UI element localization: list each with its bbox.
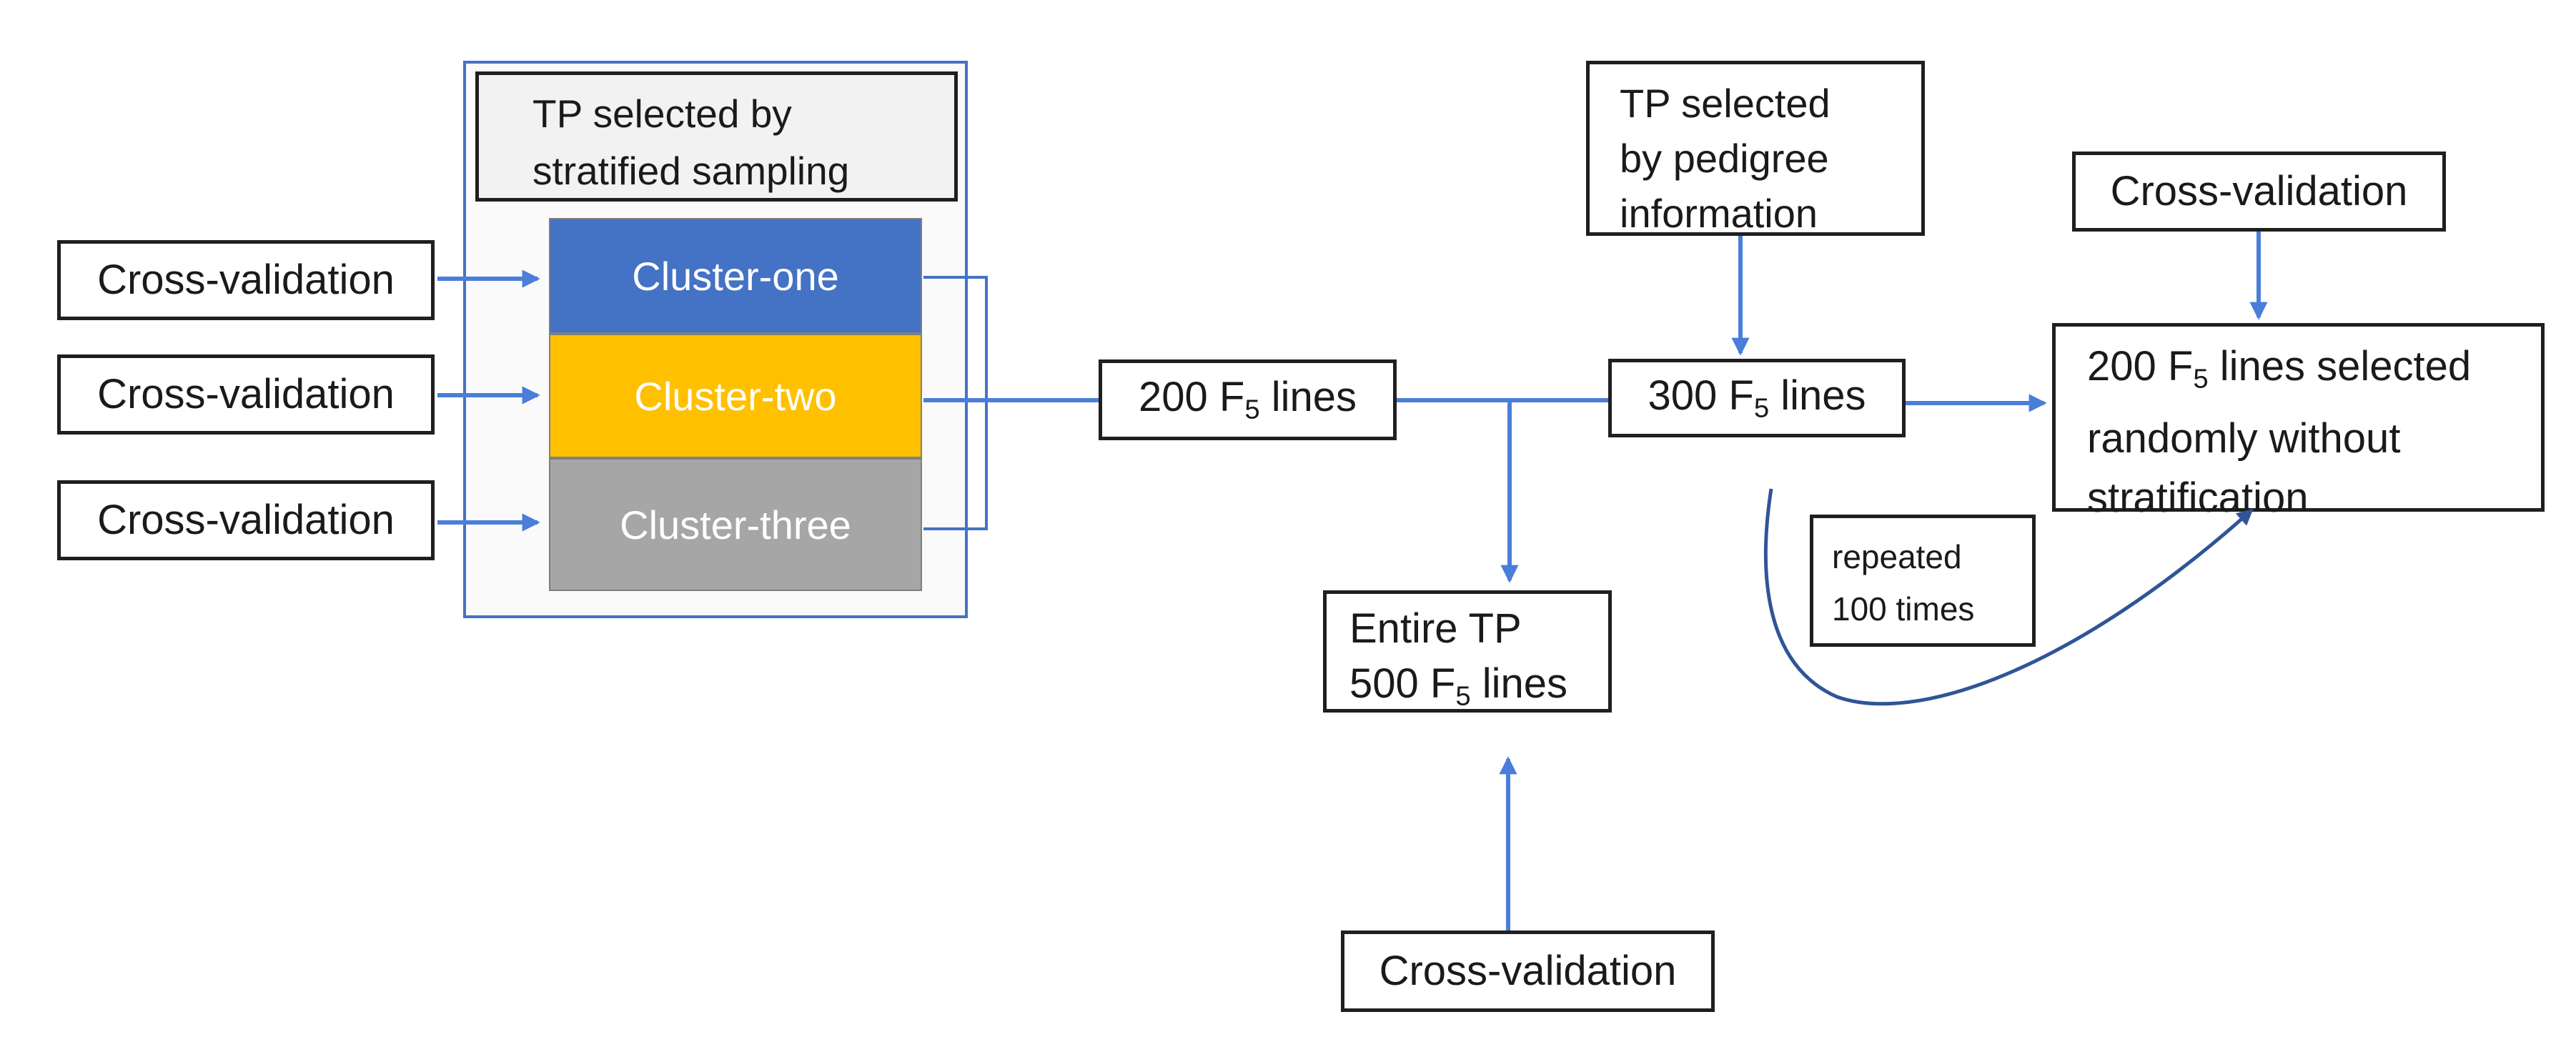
cluster-three-box: Cluster-three [549, 458, 922, 591]
repeated-100-times-box: repeated 100 times [1810, 515, 2036, 647]
random-selection-line1: 200 F5 lines selected [2087, 343, 2472, 394]
pedigree-line1: TP selected [1620, 81, 1831, 126]
repeated-line1: repeated [1832, 538, 1962, 575]
lines-200-box: 200 F5 lines [1099, 359, 1397, 440]
random-selection-line3: stratification [2087, 474, 2309, 521]
cross-validation-box-2: Cross-validation [57, 354, 435, 435]
pedigree-box: TP selected by pedigree information [1586, 61, 1925, 236]
repeated-line2: 100 times [1832, 590, 1975, 627]
lines-300-label: 300 F5 lines [1648, 372, 1866, 424]
cross-validation-label-top-right: Cross-validation [2110, 168, 2408, 215]
cluster-one-label: Cluster-one [632, 253, 839, 299]
cross-validation-label-bottom: Cross-validation [1379, 948, 1677, 995]
cluster-two-box: Cluster-two [549, 334, 922, 458]
lines-300-box: 300 F5 lines [1608, 359, 1906, 437]
cross-validation-box-1: Cross-validation [57, 240, 435, 320]
cluster-three-label: Cluster-three [620, 502, 851, 547]
entire-tp-line2: 500 F5 lines [1349, 660, 1568, 712]
cluster-two-label: Cluster-two [634, 373, 837, 419]
stratified-header-line1: TP selected by [532, 91, 792, 136]
lines-200-label: 200 F5 lines [1138, 374, 1357, 425]
cross-validation-box-3: Cross-validation [57, 480, 435, 560]
stratified-header-line2: stratified sampling [532, 149, 850, 193]
entire-tp-box: Entire TP 500 F5 lines [1323, 590, 1612, 713]
cross-validation-label-2: Cross-validation [97, 371, 395, 418]
random-selection-box: 200 F5 lines selected randomly without s… [2052, 323, 2545, 521]
cross-validation-label-3: Cross-validation [97, 497, 395, 544]
cluster-one-box: Cluster-one [549, 218, 922, 334]
pedigree-line3: information [1620, 191, 1818, 236]
entire-tp-line1: Entire TP [1349, 605, 1522, 652]
random-selection-line2: randomly without [2087, 415, 2401, 462]
cross-validation-box-bottom: Cross-validation [1341, 931, 1715, 1012]
cross-validation-box-top-right: Cross-validation [2072, 152, 2446, 232]
stratified-header-box: TP selected by stratified sampling [475, 71, 958, 202]
pedigree-line2: by pedigree [1620, 136, 1829, 181]
cross-validation-label-1: Cross-validation [97, 257, 395, 304]
